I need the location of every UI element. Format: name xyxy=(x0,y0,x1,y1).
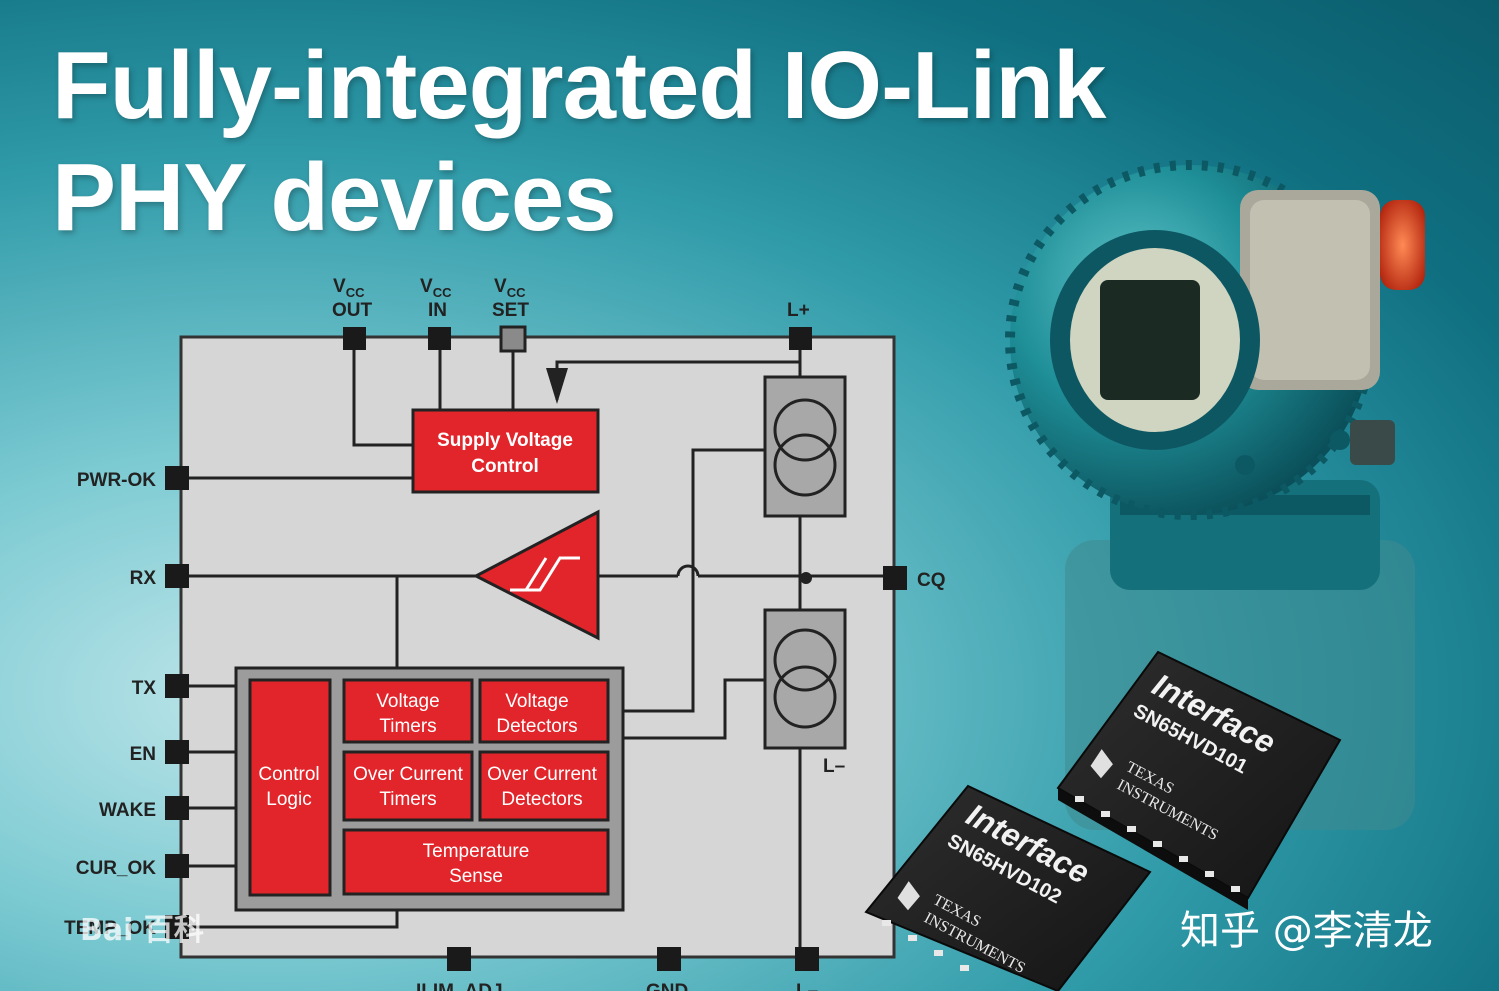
voltage-detectors-block xyxy=(478,678,610,744)
chip-sn65hvd101: Interface SN65HVD101 TEXAS INSTRUMENTS xyxy=(1056,650,1342,910)
pin-l-minus-bottom xyxy=(795,947,819,971)
pin-pwr-ok xyxy=(165,466,189,490)
pin-label-l-minus-bottom: L– xyxy=(796,981,818,991)
over-current-timers-label-1: Over Current xyxy=(353,764,464,785)
control-logic-label-2: Logic xyxy=(266,789,311,810)
over-current-timers-label-2: Timers xyxy=(379,789,436,810)
pin-label-cq: CQ xyxy=(917,570,946,591)
pin-l-plus xyxy=(789,327,812,350)
pin-label-vcc-out: OUT xyxy=(332,300,373,321)
pin-label-pwr-ok: PWR-OK xyxy=(77,470,156,491)
pin-label-temp-ok: TEMP_OK xyxy=(64,918,156,939)
pin-label-gnd: GND xyxy=(646,981,688,991)
pin-vcc-set xyxy=(499,325,527,353)
pin-label-l-plus: L+ xyxy=(787,300,810,321)
ti-logo-icon xyxy=(897,881,920,911)
hysteresis-symbol xyxy=(510,556,580,592)
pin-cur-ok xyxy=(165,854,189,878)
baidu-watermark: Bai 百科 xyxy=(80,913,204,948)
pin-cq xyxy=(883,566,907,590)
pin-wake xyxy=(165,796,189,820)
pin-gnd xyxy=(657,947,681,971)
pin-label-vcc-out-v: VCC xyxy=(333,276,365,300)
pin-temp-ok xyxy=(165,915,189,939)
voltage-timers-label-1: Voltage xyxy=(376,691,439,712)
pin-ilim-adj xyxy=(447,947,471,971)
pin-tx xyxy=(165,674,189,698)
over-current-detectors-label-1: Over Current xyxy=(487,764,598,785)
temperature-sense-block xyxy=(342,828,610,896)
control-logic-block xyxy=(248,678,332,897)
zhihu-watermark: 知乎 @李清龙 xyxy=(1180,908,1433,954)
block-diagram: VCC OUT VCC IN VCC SET L+ PWR-OK RX TX E… xyxy=(64,276,945,991)
pin-label-ilim-adj: ILIM_ADJ xyxy=(416,981,503,991)
headline-line-1: Fully-integrated IO-Link xyxy=(52,32,1106,139)
control-logic-label-1: Control xyxy=(258,764,319,785)
pin-label-wake: WAKE xyxy=(99,800,156,821)
ti-logo-icon xyxy=(1090,749,1113,779)
pin-label-rx: RX xyxy=(130,568,157,589)
pin-label-tx: TX xyxy=(132,678,157,699)
voltage-timers-block xyxy=(342,678,474,744)
pin-label-vcc-set: SET xyxy=(492,300,529,321)
pin-vcc-in xyxy=(428,327,451,350)
temperature-sense-label-2: Sense xyxy=(449,866,503,887)
left-pin-labels: PWR-OK RX TX EN WAKE CUR_OK TEMP_OK xyxy=(64,470,156,939)
pin-en xyxy=(165,740,189,764)
pin-label-vcc-set-v: VCC xyxy=(494,276,526,300)
pin-vcc-out xyxy=(343,327,366,350)
headline-line-2: PHY devices xyxy=(52,144,617,251)
pin-label-l-minus: L– xyxy=(823,756,845,777)
pin-label-en: EN xyxy=(130,744,156,765)
headline: Fully-integrated IO-Link PHY devices xyxy=(52,30,1106,254)
junction-dot xyxy=(800,572,812,584)
temperature-sense-label-1: Temperature xyxy=(423,841,530,862)
voltage-detectors-label-1: Voltage xyxy=(505,691,568,712)
over-current-timers-block xyxy=(342,750,474,822)
over-current-detectors-block xyxy=(478,750,610,822)
supply-voltage-control-label-2: Control xyxy=(471,456,539,477)
pin-label-vcc-in: IN xyxy=(428,300,447,321)
supply-voltage-control-label-1: Supply Voltage xyxy=(437,430,573,451)
chip-sn65hvd102: Interface SN65HVD102 TEXAS INSTRUMENTS xyxy=(864,784,1152,991)
voltage-detectors-label-2: Detectors xyxy=(496,716,577,737)
pin-label-cur-ok: CUR_OK xyxy=(76,858,157,879)
supply-voltage-control-block xyxy=(411,408,600,494)
arrow-head xyxy=(546,368,568,404)
low-side-current-source xyxy=(763,608,847,750)
transmitter-housing-image xyxy=(1005,160,1425,830)
pin-label-vcc-in-v: VCC xyxy=(420,276,452,300)
over-current-detectors-label-2: Detectors xyxy=(501,789,582,810)
voltage-timers-label-2: Timers xyxy=(379,716,436,737)
pin-rx xyxy=(165,564,189,588)
